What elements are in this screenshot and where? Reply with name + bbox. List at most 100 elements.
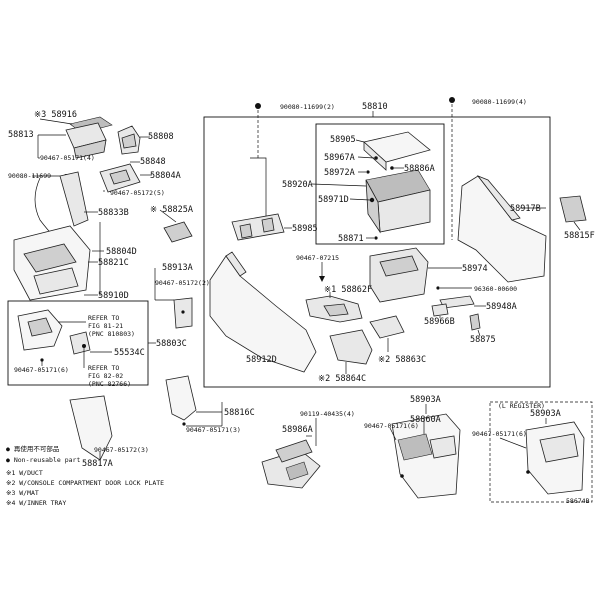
leader-90467-i — [499, 437, 527, 449]
label-58974: 58974 — [462, 264, 488, 274]
label-90080-top: 90080-11699(2) — [280, 103, 335, 111]
label-refer2-fig: FIG 82-02 — [88, 372, 123, 380]
label-refer2-pnc: (PNC 82766) — [88, 380, 131, 388]
label-90467-e: 90467-07215 — [296, 254, 339, 262]
part-55534C-group — [17, 309, 91, 362]
part-58817A — [69, 395, 113, 461]
screw-90080-top2 — [449, 97, 455, 103]
part-58864C — [329, 329, 373, 365]
leader-58920A — [311, 183, 367, 187]
leader-58825A — [159, 209, 177, 223]
label-90080-a: 90080-11699 — [8, 172, 51, 180]
part-58974 — [369, 247, 429, 303]
label-58871: 58871 — [338, 234, 364, 244]
label-90467-f: 90467-05172(3) — [94, 446, 149, 454]
part-58804A — [99, 163, 141, 193]
label-58917B: 58917B — [510, 204, 541, 214]
label-58808: 58808 — [148, 132, 174, 142]
label-58825A: ※ 58825A — [150, 205, 193, 215]
label-58848: 58848 — [140, 157, 166, 167]
part-58816C — [165, 375, 197, 426]
label-58804A: 58804A — [150, 171, 181, 181]
label-58817A: 58817A — [82, 459, 113, 469]
leader-58916 — [39, 118, 73, 125]
label-90080-top2: 90080-11699(4) — [472, 98, 527, 106]
label-register: (L REGISTER) — [498, 402, 545, 410]
label-58916: ※3 58916 — [34, 110, 77, 120]
label-58803C: 58803C — [156, 339, 187, 349]
part-58813 — [65, 116, 113, 159]
label-96360: 96360-00600 — [474, 285, 517, 293]
pin-58886A — [390, 166, 394, 170]
label-58912D: 58912D — [246, 355, 277, 365]
part-58985 — [231, 157, 285, 241]
label-58833B: 58833B — [98, 208, 129, 218]
label-58920A: 58920A — [282, 180, 313, 190]
label-58971D: 58971D — [318, 195, 349, 205]
label-90467-a: 90467-05171(4) — [40, 154, 95, 162]
pin-58871 — [374, 236, 378, 240]
arrow-90467-e — [319, 276, 325, 282]
label-58905: 58905 — [330, 135, 356, 145]
part-58903A-register — [525, 421, 585, 495]
label-58863C: ※2 58863C — [378, 355, 426, 365]
leader-58875 — [477, 329, 481, 337]
label-58913A: 58913A — [162, 263, 193, 273]
label-refer2: REFER TO — [88, 364, 119, 372]
part-58986A — [261, 439, 321, 489]
label-refer1-pnc: (PNC 810803) — [88, 330, 135, 338]
part-58808 — [117, 125, 141, 155]
part-58966B — [431, 303, 449, 317]
label-58967A: 58967A — [324, 153, 355, 163]
label-90467-c: 90467-05172(2) — [155, 279, 210, 287]
part-58920A — [365, 169, 431, 234]
label-58985: 58985 — [292, 224, 318, 234]
part-58825A — [163, 221, 193, 243]
legend-w-mat: ※3 W/MAT — [6, 489, 39, 497]
label-58875: 58875 — [470, 335, 496, 345]
assembly-58810-frame — [203, 116, 551, 388]
label-58910D: 58910D — [98, 291, 129, 301]
label-90119: 90119-40435(4) — [300, 410, 355, 418]
part-58905 — [363, 131, 431, 171]
part-58815F — [559, 195, 587, 223]
label-55534C: 55534C — [114, 348, 145, 358]
label-58986A: 58986A — [282, 425, 313, 435]
clip-96360 — [436, 286, 440, 290]
label-58948A: 58948A — [486, 302, 517, 312]
label-58966B: 58966B — [424, 317, 455, 327]
label-58816C: 58816C — [224, 408, 255, 418]
label-58804D: 58804D — [106, 247, 137, 257]
label-58903A: 58903A — [410, 395, 441, 405]
label-58810: 58810 — [362, 102, 388, 112]
pin-58967A — [374, 156, 378, 160]
label-90467-h: 90467-05171(6) — [364, 422, 419, 430]
leader-58815F — [573, 221, 581, 231]
legend-w-inner-tray: ※4 W/INNER TRAY — [6, 499, 66, 507]
part-58875 — [469, 313, 481, 331]
leader-90467-h — [389, 427, 397, 441]
part-58903A — [391, 413, 461, 499]
pin-58972A — [366, 170, 370, 174]
part-58833B — [59, 171, 89, 227]
label-58886A: 58886A — [404, 164, 435, 174]
legend-nonreusable-en: ● Non-reusable part — [6, 456, 80, 464]
part-58863C — [369, 315, 405, 339]
label-90467-g: 90467-05171(3) — [186, 426, 241, 434]
label-90467-d: 90467-05171(6) — [14, 366, 69, 374]
leader-58905 — [355, 139, 365, 143]
register-frame — [489, 401, 593, 503]
label-58860A: 58860A — [410, 415, 441, 425]
part-58913A — [173, 297, 193, 329]
label-58815F: 58815F — [564, 231, 595, 241]
label-58864C: ※2 58864C — [318, 374, 366, 384]
part-58862F — [305, 295, 363, 323]
label-58903A-register: 58903A — [530, 409, 561, 419]
part-58821C — [13, 225, 91, 301]
leader-58971D — [349, 198, 371, 201]
label-90467-i: 90467-05171(6) — [472, 430, 527, 438]
label-90467-b: 90467-05172(5) — [110, 189, 165, 197]
leader-58967A — [357, 156, 375, 159]
